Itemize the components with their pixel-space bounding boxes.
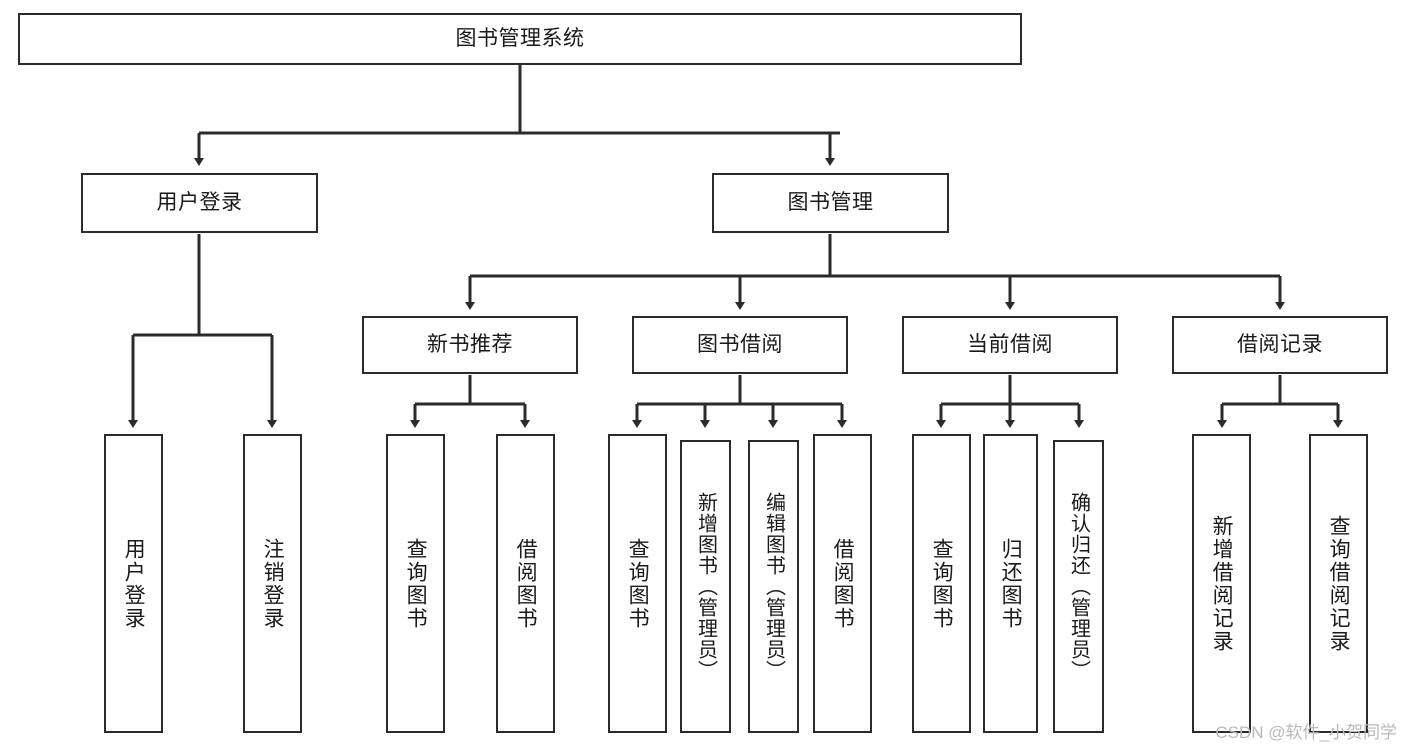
node-label: 借阅图书 bbox=[831, 537, 855, 630]
node-label: 查询图书 bbox=[404, 537, 428, 630]
leaf-borrow-book-bb[interactable]: 借阅图书 bbox=[813, 434, 872, 733]
node-label: 图书管理系统 bbox=[455, 26, 585, 50]
leaf-query-borrow-record[interactable]: 查询借阅记录 bbox=[1309, 434, 1368, 733]
node-label: 用户登录 bbox=[122, 537, 146, 630]
node-label: 借阅图书 bbox=[514, 537, 538, 630]
leaf-add-book-admin[interactable]: 新增图书（管理员） bbox=[680, 440, 731, 733]
node-new-book-recommend[interactable]: 新书推荐 bbox=[362, 316, 578, 374]
leaf-query-book-bb[interactable]: 查询图书 bbox=[608, 434, 667, 733]
leaf-return-book[interactable]: 归还图书 bbox=[983, 434, 1038, 733]
node-label: 查询图书 bbox=[626, 537, 650, 630]
node-label: 查询图书 bbox=[930, 537, 954, 630]
node-label: 用户登录 bbox=[156, 190, 243, 214]
node-borrow-record[interactable]: 借阅记录 bbox=[1172, 316, 1388, 374]
node-label: 归还图书 bbox=[999, 537, 1023, 630]
node-label: 查询借阅记录 bbox=[1327, 514, 1351, 653]
leaf-logout[interactable]: 注销登录 bbox=[243, 434, 302, 733]
node-label: 新书推荐 bbox=[427, 332, 513, 356]
leaf-borrow-book-nb[interactable]: 借阅图书 bbox=[496, 434, 555, 733]
leaf-confirm-return-admin[interactable]: 确认归还（管理员） bbox=[1053, 440, 1104, 733]
node-book-borrow[interactable]: 图书借阅 bbox=[632, 316, 848, 374]
csdn-watermark: CSDN @软件_小贺同学 bbox=[1215, 723, 1397, 742]
node-label: 图书管理 bbox=[787, 190, 874, 214]
leaf-query-book-nb[interactable]: 查询图书 bbox=[386, 434, 445, 733]
leaf-edit-book-admin[interactable]: 编辑图书（管理员） bbox=[748, 440, 799, 733]
node-label: 借阅记录 bbox=[1237, 332, 1323, 356]
node-user-login[interactable]: 用户登录 bbox=[81, 173, 318, 233]
leaf-user-login[interactable]: 用户登录 bbox=[104, 434, 163, 733]
node-label: 编辑图书（管理员） bbox=[762, 492, 785, 681]
leaf-add-borrow-record[interactable]: 新增借阅记录 bbox=[1192, 434, 1251, 733]
node-label: 确认归还（管理员） bbox=[1067, 492, 1090, 681]
leaf-query-book-cb[interactable]: 查询图书 bbox=[912, 434, 971, 733]
node-book-management[interactable]: 图书管理 bbox=[712, 173, 949, 233]
node-label: 注销登录 bbox=[261, 537, 285, 630]
node-label: 新增借阅记录 bbox=[1210, 514, 1234, 653]
node-root-system[interactable]: 图书管理系统 bbox=[18, 13, 1022, 65]
node-label: 当前借阅 bbox=[967, 332, 1053, 356]
node-current-borrow[interactable]: 当前借阅 bbox=[902, 316, 1118, 374]
node-label: 图书借阅 bbox=[697, 332, 783, 356]
node-label: 新增图书（管理员） bbox=[694, 492, 717, 681]
